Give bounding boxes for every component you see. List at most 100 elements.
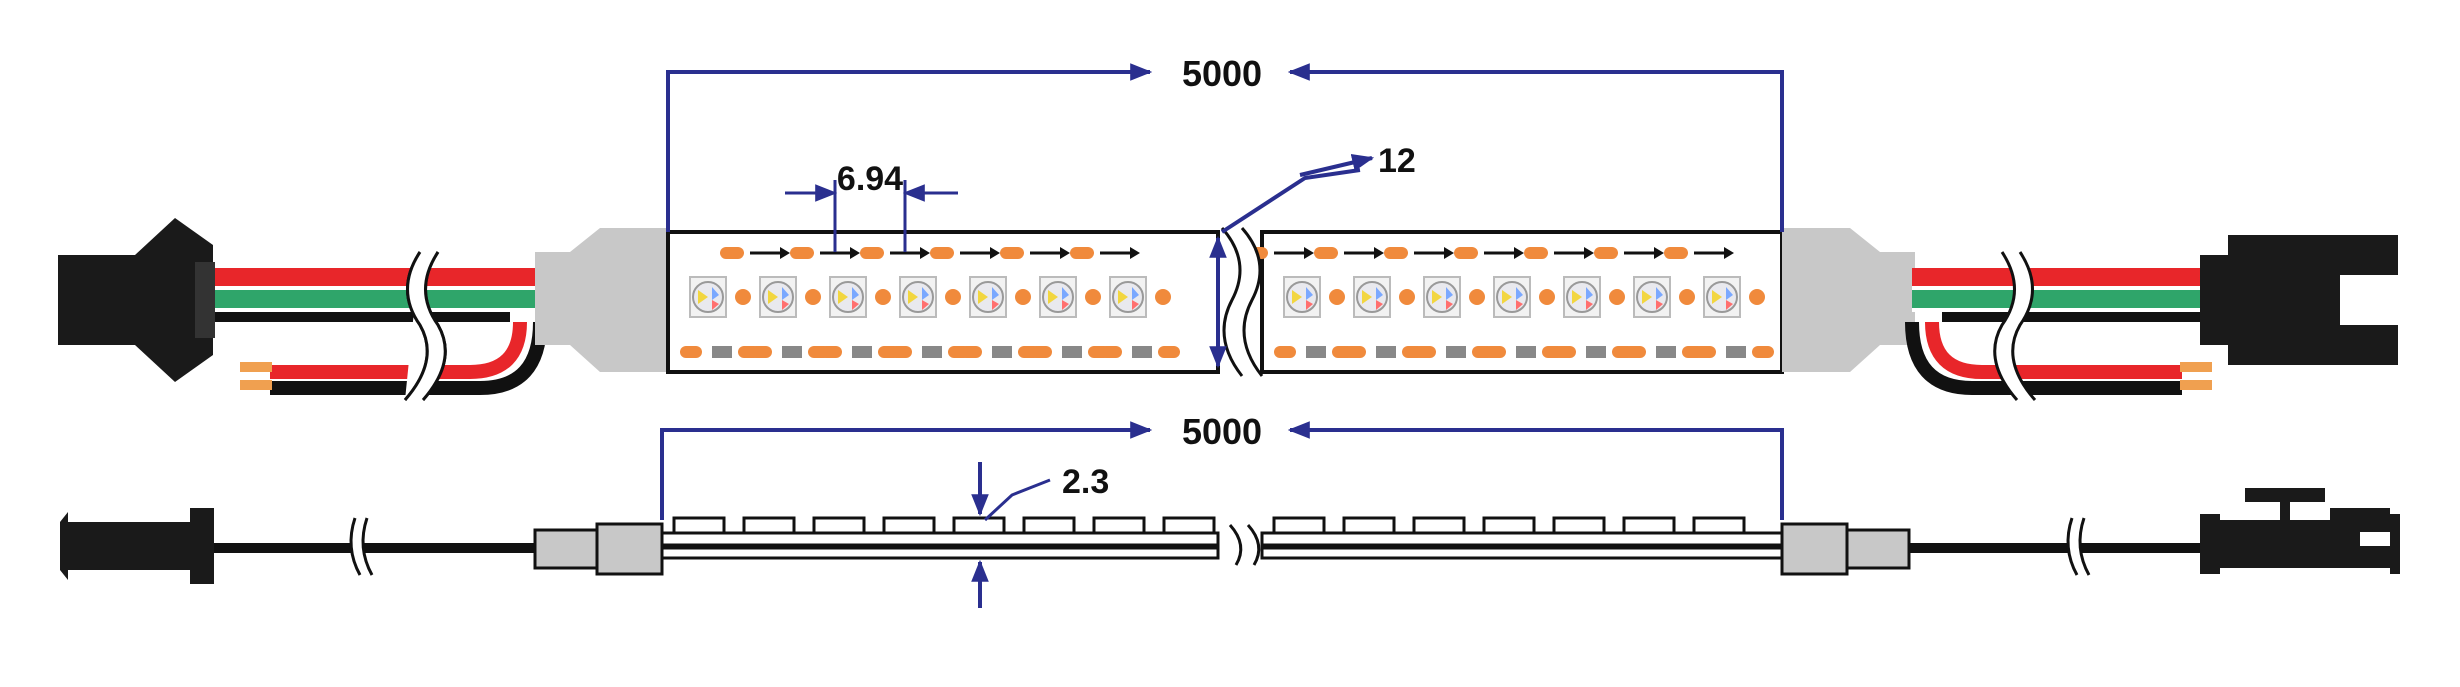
pad	[1329, 289, 1345, 305]
arrow-right-icon	[1444, 247, 1454, 259]
arrow-right-icon	[1584, 247, 1594, 259]
pad	[1539, 289, 1555, 305]
led-chip	[899, 276, 937, 318]
strip-body-left	[666, 230, 1220, 374]
led-profile	[882, 516, 936, 535]
led-profile	[672, 516, 726, 535]
pad	[1664, 247, 1688, 259]
resistor	[992, 346, 1012, 358]
pitch-label: 6.94	[837, 160, 903, 198]
width-label: 12	[1378, 142, 1416, 180]
arrow-right-icon	[1374, 247, 1384, 259]
pad	[1469, 289, 1485, 305]
arrow-right-icon	[1130, 247, 1140, 259]
led-chip	[1039, 276, 1077, 318]
resistor	[712, 346, 732, 358]
pad	[1155, 289, 1171, 305]
led-profile	[1272, 516, 1326, 535]
led-profile	[742, 516, 796, 535]
width-dimension: 12	[1209, 142, 1416, 369]
side-view: 5000 2.3	[60, 411, 2400, 608]
right-side-connector	[2200, 488, 2400, 574]
pad	[1085, 289, 1101, 305]
led-profile	[1622, 516, 1676, 535]
pad	[945, 289, 961, 305]
pad	[1399, 289, 1415, 305]
left-side-cap	[595, 522, 664, 576]
led-chip	[829, 276, 867, 318]
pad	[1384, 247, 1408, 259]
pad	[860, 247, 884, 259]
left-connector	[58, 218, 215, 382]
wavy-break-icon	[349, 517, 374, 576]
led-chip	[689, 276, 727, 318]
arrow-right-icon	[920, 247, 930, 259]
resistor	[1376, 346, 1396, 358]
led-profile	[1692, 516, 1746, 535]
led-profile	[952, 516, 1006, 535]
wavy-break-icon	[2066, 517, 2091, 576]
pad	[1594, 247, 1618, 259]
arrow-right-icon	[850, 247, 860, 259]
top-view: 5000 6.94 12	[58, 53, 2400, 401]
thickness-dimension: 2.3	[971, 462, 1109, 608]
pitch-dimension: 6.94	[785, 160, 958, 252]
right-side-cap	[1780, 522, 1849, 576]
led-profile	[1162, 516, 1216, 535]
led-profile	[1482, 516, 1536, 535]
pad	[890, 346, 912, 358]
resistor	[1516, 346, 1536, 358]
led-chip	[969, 276, 1007, 318]
pad	[1414, 346, 1436, 358]
led-chip	[759, 276, 797, 318]
pad	[805, 289, 821, 305]
resistor	[782, 346, 802, 358]
pad	[1314, 247, 1338, 259]
led-profile	[1092, 516, 1146, 535]
pad	[1484, 346, 1506, 358]
pad	[1609, 289, 1625, 305]
right-end-cap	[1782, 228, 1915, 372]
resistor	[922, 346, 942, 358]
pad	[960, 346, 982, 358]
left-end-cap	[535, 228, 668, 372]
pad	[1752, 346, 1774, 358]
wavy-break-icon	[403, 251, 447, 401]
led-chip	[1633, 276, 1671, 318]
pad	[820, 346, 842, 358]
led-chip	[1353, 276, 1391, 318]
pad	[790, 247, 814, 259]
pad	[1070, 247, 1094, 259]
wavy-break-icon	[1220, 227, 1264, 377]
resistor	[1062, 346, 1082, 358]
resistor	[1726, 346, 1746, 358]
length-dimension-top: 5000	[666, 53, 1784, 232]
pad	[1454, 247, 1478, 259]
led-profile	[1342, 516, 1396, 535]
led-chip	[1283, 276, 1321, 318]
right-connector	[2200, 235, 2400, 365]
pad	[875, 289, 891, 305]
resistor	[1586, 346, 1606, 358]
arrow-right-icon	[1304, 247, 1314, 259]
arrow-right-icon	[1724, 247, 1734, 259]
pad	[750, 346, 772, 358]
left-side-connector	[60, 508, 214, 584]
led-profile	[812, 516, 866, 535]
pad	[1000, 247, 1024, 259]
led-profile	[1552, 516, 1606, 535]
arrow-right-icon	[780, 247, 790, 259]
pad	[680, 346, 702, 358]
wavy-break-icon	[1993, 251, 2037, 401]
led-chip	[1563, 276, 1601, 318]
pad	[1274, 346, 1296, 358]
resistor	[1132, 346, 1152, 358]
left-side-sleeve	[533, 528, 599, 570]
strip-profile-left	[660, 516, 1220, 560]
pad	[1749, 289, 1765, 305]
arrow-right-icon	[1060, 247, 1070, 259]
pad	[1100, 346, 1122, 358]
pad	[1694, 346, 1716, 358]
pad	[735, 289, 751, 305]
